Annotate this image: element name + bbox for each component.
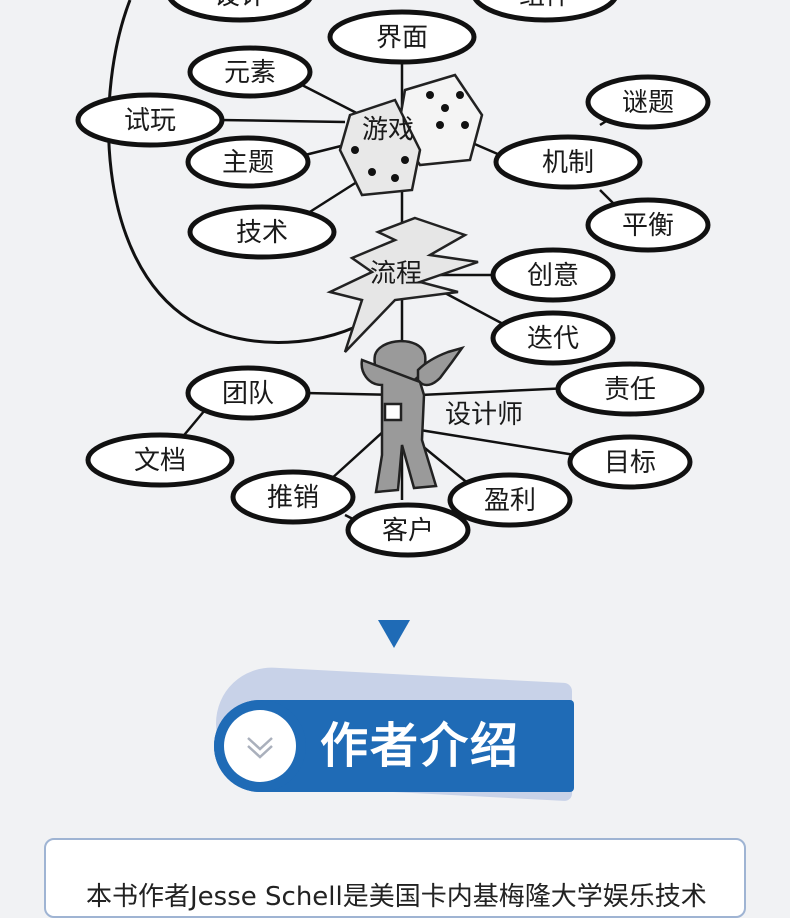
node-client [345,502,471,558]
node-label-design: 设计 [214,0,266,11]
node-iteration [490,310,616,366]
down-triangle-icon [378,620,410,648]
node-theme [185,135,311,189]
node-label-team: 团队 [222,379,274,409]
center-designer-label: 设计师 [445,400,523,430]
node-label-puzzles: 谜题 [622,88,674,118]
loop-curve [107,0,373,344]
node-label-theme: 主题 [222,148,274,178]
intro-text: 本书作者Jesse Schell是美国卡内基梅隆大学娱乐技术 [86,882,707,912]
node-team [185,365,311,421]
node-puzzles [585,74,711,130]
node-documentation [85,432,235,488]
center-game-label: 游戏 [362,115,414,145]
node-label-technology: 技术 [236,218,288,248]
node-label-elements: 元素 [224,58,276,88]
node-label-mechanics: 机制 [542,148,594,178]
double-chevron-down-icon [247,737,273,759]
node-balance [585,197,711,253]
dice-icon [338,73,484,197]
node-goals [567,434,693,490]
intro-card: 本书作者Jesse Schell是美国卡内基梅隆大学娱乐技术 [44,838,746,918]
node-design-top [167,0,313,23]
node-label-iteration: 迭代 [527,324,579,354]
node-responsibility [555,361,705,417]
node-label-goals: 目标 [604,448,656,478]
node-interface [327,9,477,65]
node-label-playtest: 试玩 [124,106,176,136]
node-label-interface: 界面 [376,23,428,53]
node-label-responsibility: 责任 [604,375,656,405]
node-label-balance: 平衡 [622,211,674,241]
header-circle [224,710,296,782]
game-design-diagram: 设计 组件 游戏 流程 设计师 界面 元素 试玩 主题 技术 谜题 机制 平衡 … [75,0,711,558]
node-creativity [490,247,616,303]
lightning-bolt-icon [326,216,479,353]
node-marketing [230,469,356,525]
node-label-marketing: 推销 [267,483,319,513]
node-label-component: 组件 [519,0,571,11]
node-label-client: 客户 [382,516,434,546]
center-flow-label: 流程 [370,259,422,289]
section-header: 作者介绍 [210,664,590,808]
node-component-top [472,0,618,23]
node-playtest [75,92,225,148]
section-title: 作者介绍 [320,718,521,774]
node-elements [187,45,313,99]
node-profit [447,472,573,528]
node-label-profit: 盈利 [484,486,536,516]
node-mechanics [493,134,643,190]
node-technology [187,204,337,260]
designer-figure-icon [360,339,466,494]
node-label-documentation: 文档 [134,446,186,476]
node-label-creativity: 创意 [527,261,579,291]
